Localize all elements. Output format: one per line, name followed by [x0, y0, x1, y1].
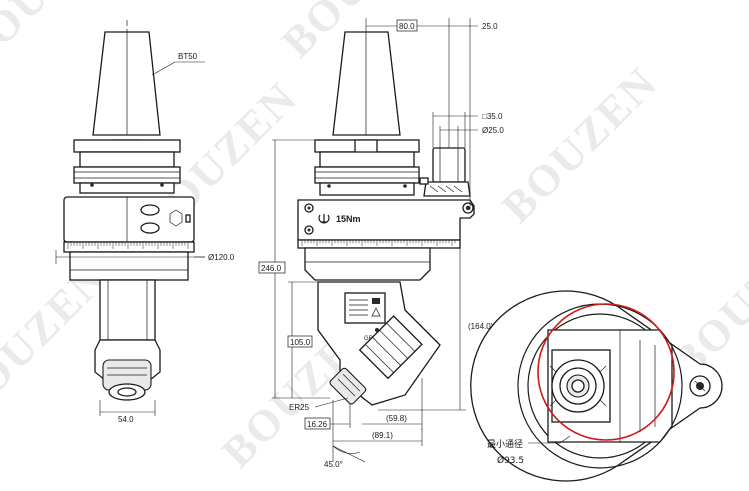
collet-label: ER25 [289, 403, 310, 412]
left-lower-housing [69, 251, 189, 281]
min-bore-circle [537, 303, 675, 441]
mid-flange-ring [314, 166, 420, 184]
min-bore-caption: 最小通径 [487, 438, 523, 450]
left-scale-ring [63, 241, 195, 253]
watermark-4: BOUZEN [492, 58, 667, 233]
torque-label: 15Nm [336, 214, 361, 224]
width-small-label: 16.26 [307, 420, 328, 429]
lower-height-label: 105.0 [290, 338, 311, 347]
mid-taper-cone [332, 31, 401, 136]
mid-scale-ticks [301, 240, 456, 246]
mid-stop-block [432, 147, 466, 183]
left-flange-mid [79, 151, 175, 168]
mid-collet-nut [329, 367, 367, 405]
mid-name-plate [344, 292, 386, 324]
middle-view: 15Nm GREASE OIL [258, 18, 504, 469]
angle-label: 45.0° [324, 460, 343, 469]
left-port-lower [140, 222, 160, 234]
mid-scale-ring [297, 239, 461, 249]
left-main-body [63, 196, 195, 243]
offset-right-label: 25.0 [482, 22, 498, 31]
height-label: 246.0 [261, 264, 282, 273]
right-view: 最小通径 Ø93.5 [470, 290, 723, 482]
mid-spindle [358, 315, 423, 380]
width-mid-label: (59.8) [386, 414, 407, 423]
mid-lower-housing [304, 247, 431, 281]
left-spindle [99, 279, 156, 341]
shaft-label: Ø25.0 [482, 126, 504, 135]
diameter-label: Ø120.0 [208, 253, 235, 262]
left-taper-cone [92, 31, 161, 136]
left-flange-ring [73, 166, 181, 184]
left-flange-top [73, 139, 181, 153]
left-port-upper [140, 204, 160, 216]
offset-top-label: 80.0 [399, 22, 415, 31]
width-label: 54.0 [118, 415, 134, 424]
width-large-label: (89.1) [372, 431, 393, 440]
wrench-icon [318, 214, 330, 224]
left-scale-ticks [67, 242, 189, 249]
square-label: □35.0 [482, 112, 503, 121]
min-bore-label: Ø93.5 [497, 455, 524, 466]
left-view: BT50 Ø120.0 54.0 [55, 20, 235, 424]
reach-label: (164.0) [468, 322, 494, 331]
left-collar [79, 182, 175, 194]
taper-label: BT50 [178, 52, 198, 61]
